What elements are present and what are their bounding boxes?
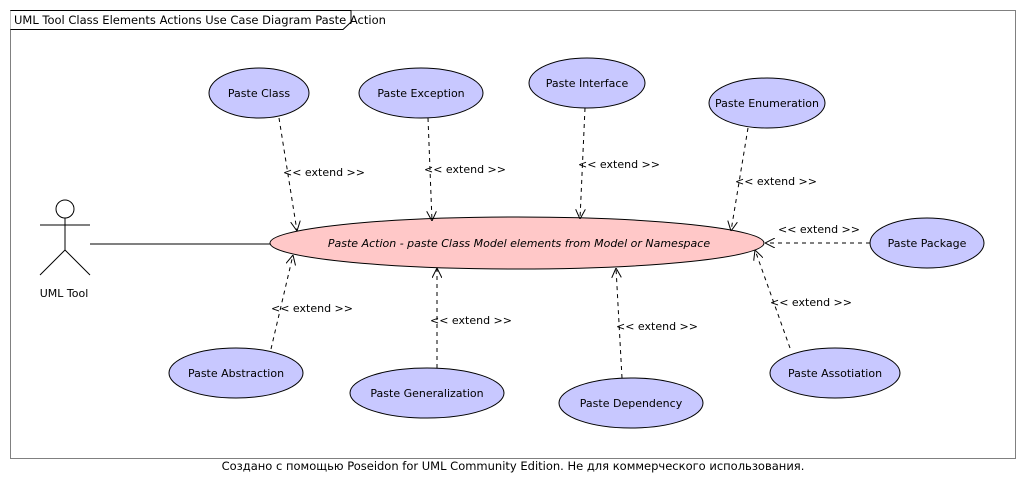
actor-label: UML Tool: [40, 287, 89, 300]
extend-arrow-paste-abstraction[interactable]: [270, 255, 293, 350]
extend-label-paste-package: << extend >>: [778, 223, 860, 236]
footer-note: Создано с помощью Poseidon for UML Commu…: [221, 459, 805, 473]
use-case-label-paste-exception: Paste Exception: [377, 87, 464, 100]
use-case-label-paste-interface: Paste Interface: [546, 77, 629, 90]
use-case-label-paste-generalization: Paste Generalization: [370, 387, 483, 400]
extend-arrow-paste-assotiation[interactable]: [755, 250, 791, 349]
extend-label-paste-exception: << extend >>: [424, 163, 506, 176]
use-case-paste-action[interactable]: Paste Action - paste Class Model element…: [269, 216, 765, 270]
use-case-label-paste-enumeration: Paste Enumeration: [715, 97, 819, 110]
extend-label-paste-assotiation: << extend >>: [770, 296, 852, 309]
use-case-paste-class[interactable]: Paste Class: [208, 67, 310, 119]
use-case-diagram: UML Tool Class Elements Actions Use Case…: [10, 10, 1016, 459]
use-case-paste-assotiation[interactable]: Paste Assotiation: [769, 347, 901, 399]
extend-label-paste-class: << extend >>: [283, 166, 365, 179]
extend-arrow-paste-enumeration[interactable]: [731, 127, 749, 231]
use-case-paste-dependency[interactable]: Paste Dependency: [558, 377, 704, 429]
use-case-label-paste-class: Paste Class: [228, 87, 290, 100]
main-use-case-label: Paste Action - paste Class Model element…: [328, 237, 710, 250]
use-case-paste-interface[interactable]: Paste Interface: [528, 57, 646, 109]
extend-label-paste-dependency: << extend >>: [616, 320, 698, 333]
extend-arrow-paste-class[interactable]: [278, 117, 297, 231]
extend-arrow-paste-interface[interactable]: [580, 107, 586, 219]
extend-label-paste-abstraction: << extend >>: [271, 302, 353, 315]
diagram-title: UML Tool Class Elements Actions Use Case…: [14, 13, 386, 27]
use-case-label-paste-package: Paste Package: [888, 237, 967, 250]
extend-label-paste-interface: << extend >>: [578, 158, 660, 171]
frame-title-tab: [10, 10, 352, 30]
use-case-paste-enumeration[interactable]: Paste Enumeration: [708, 77, 826, 129]
use-case-paste-abstraction[interactable]: Paste Abstraction: [168, 347, 304, 399]
extend-label-paste-enumeration: << extend >>: [735, 175, 817, 188]
extend-arrow-paste-dependency[interactable]: [616, 268, 623, 379]
extend-label-paste-generalization: << extend >>: [430, 314, 512, 327]
use-case-label-paste-dependency: Paste Dependency: [580, 397, 683, 410]
use-case-label-paste-abstraction: Paste Abstraction: [188, 367, 284, 380]
use-case-paste-exception[interactable]: Paste Exception: [358, 67, 484, 119]
actor-uml-tool[interactable]: UML Tool: [39, 199, 91, 300]
diagram-frame: [10, 10, 1016, 459]
use-case-label-paste-assotiation: Paste Assotiation: [788, 367, 882, 380]
extend-arrow-paste-exception[interactable]: [428, 117, 432, 221]
use-case-paste-generalization[interactable]: Paste Generalization: [349, 367, 505, 419]
use-case-paste-package[interactable]: Paste Package: [869, 217, 985, 269]
